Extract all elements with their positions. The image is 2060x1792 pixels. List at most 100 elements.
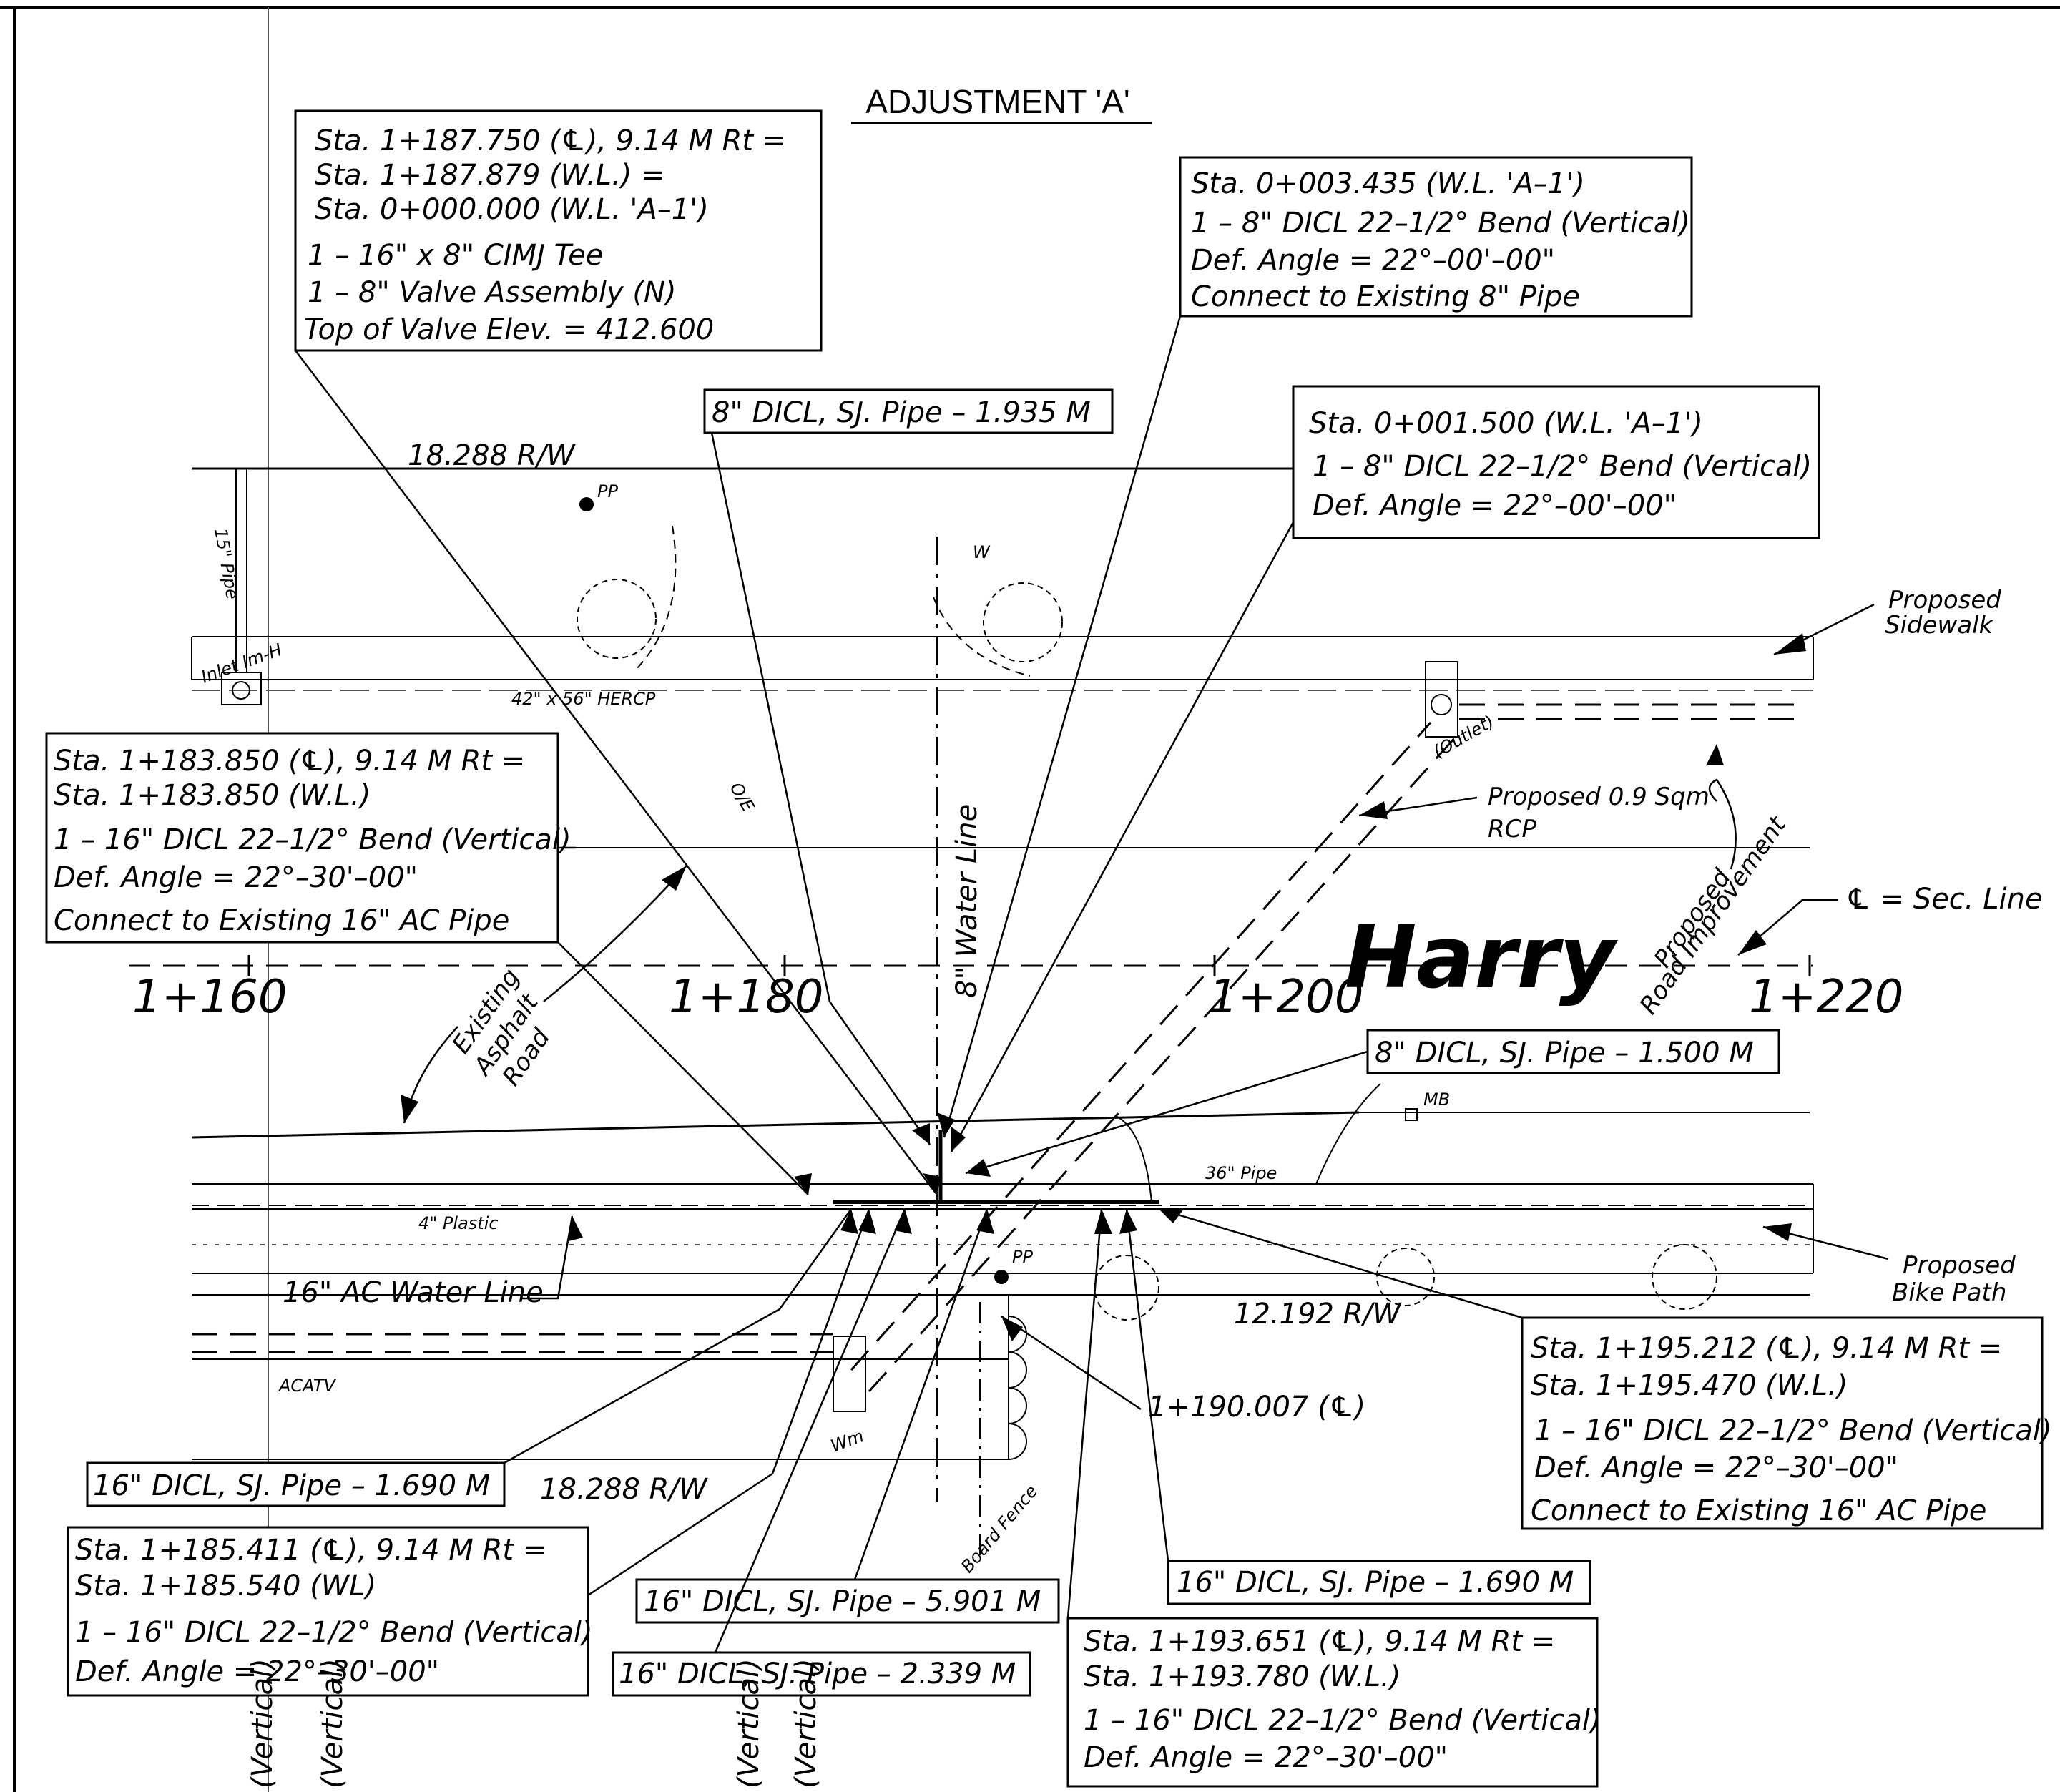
svg-text:Sta. 1+195.470 (W.L.): Sta. 1+195.470 (W.L.) xyxy=(1531,1369,1848,1402)
callout-box-195212: Sta. 1+195.212 (℄), 9.14 M Rt = Sta. 1+1… xyxy=(1521,1316,2052,1530)
manhole-icon xyxy=(1405,1108,1418,1121)
dripline-2 xyxy=(933,597,1031,677)
svg-text:Connect to Existing 16" AC Pip: Connect to Existing 16" AC Pipe xyxy=(54,904,509,937)
drawing-title: ADJUSTMENT 'A' xyxy=(865,83,1129,120)
section-line-callout: ℄ = Sec. Line xyxy=(1737,883,2043,956)
headwall-structure xyxy=(833,1336,866,1412)
row-label-south: 12.192 R/W xyxy=(1234,1298,1402,1331)
svg-text:Def. Angle = 22°–30'–00": Def. Angle = 22°–30'–00" xyxy=(1084,1741,1448,1774)
hedge-symbol xyxy=(1008,1316,1027,1460)
plastic-label: 4" Plastic xyxy=(418,1213,499,1233)
svg-text:Def. Angle = 22°–00'–00": Def. Angle = 22°–00'–00" xyxy=(1191,244,1555,277)
svg-text:Sta. 1+187.750 (℄), 9.14 M Rt: Sta. 1+187.750 (℄), 9.14 M Rt = xyxy=(315,124,786,157)
svg-text:1 – 8" DICL 22–1/2° Bend (Vert: 1 – 8" DICL 22–1/2° Bend (Vertical) xyxy=(1313,450,1812,483)
water-line-arrow xyxy=(569,1216,583,1241)
station-point-label: 1+190.007 (℄) xyxy=(1148,1391,1365,1424)
svg-text:Sta. 1+193.780 (W.L.): Sta. 1+193.780 (W.L.) xyxy=(1084,1660,1401,1693)
svg-text:1 – 8" Valve Assembly (N): 1 – 8" Valve Assembly (N) xyxy=(308,276,677,309)
proposed-rcp-callout: Proposed 0.9 Sqm RCP xyxy=(1358,783,1710,843)
pipe-label-5901: 16" DICL, SJ. Pipe – 5.901 M xyxy=(635,1578,1060,1624)
svg-text:1 – 16" DICL 22–1/2° Bend (Ver: 1 – 16" DICL 22–1/2° Bend (Vertical) xyxy=(1084,1704,1602,1737)
svg-text:Top of Valve Elev. = 412.600: Top of Valve Elev. = 412.600 xyxy=(304,313,714,346)
leader-lines xyxy=(295,315,1523,1653)
svg-text:Sta. 1+183.850 (W.L.): Sta. 1+183.850 (W.L.) xyxy=(54,779,371,812)
svg-text:Bike Path: Bike Path xyxy=(1892,1278,2006,1307)
callout-box-185411: Sta. 1+185.411 (℄), 9.14 M Rt = Sta. 1+1… xyxy=(67,1526,593,1697)
svg-text:1 – 16" DICL 22–1/2° Bend (Ver: 1 – 16" DICL 22–1/2° Bend (Vertical) xyxy=(75,1616,593,1649)
svg-text:Sta. 1+185.411 (℄), 9.14 M Rt: Sta. 1+185.411 (℄), 9.14 M Rt = xyxy=(75,1534,546,1567)
svg-text:1 – 8" DICL 22–1/2° Bend (Vert: 1 – 8" DICL 22–1/2° Bend (Vertical) xyxy=(1191,207,1690,240)
svg-text:Proposed 0.9 Sqm: Proposed 0.9 Sqm xyxy=(1488,783,1710,811)
svg-text:Sta. 0+003.435 (W.L. 'A–1'): Sta. 0+003.435 (W.L. 'A–1') xyxy=(1191,167,1585,200)
svg-text:1 – 16" DICL 22–1/2° Bend (Ver: 1 – 16" DICL 22–1/2° Bend (Vertical) xyxy=(54,823,572,856)
outlet-structure xyxy=(1425,661,1458,738)
svg-text:16" DICL, SJ. Pipe – 1.690: 16" DICL, SJ. Pipe – 1.690 M xyxy=(1177,1566,1574,1599)
acatv-label: ACATV xyxy=(278,1376,337,1396)
proposed-storm-drain xyxy=(192,703,1802,1353)
pipe-label-1935: 8" DICL, SJ. Pipe – 1.935 M xyxy=(703,388,1114,434)
dripline xyxy=(636,525,677,670)
svg-text:Sta. 1+183.850 (℄), 9.14 M Rt: Sta. 1+183.850 (℄), 9.14 M Rt = xyxy=(54,745,525,778)
svg-text:(Vertical): (Vertical) xyxy=(316,1658,349,1788)
svg-text:8" DICL, SJ. Pipe – 1.935: 8" DICL, SJ. Pipe – 1.935 M xyxy=(712,396,1091,429)
existing-water-line-label: 16" AC Water Line xyxy=(283,1276,544,1309)
station-1-220: 1+220 xyxy=(1749,971,1904,1024)
manhole-label: MB xyxy=(1423,1090,1450,1110)
pipe-label-1690b: 16" DICL, SJ. Pipe – 1.690 M xyxy=(1167,1560,1591,1605)
right-of-way-lines xyxy=(191,467,1814,1460)
svg-text:1 – 16" x 8" CIMJ Tee: 1 – 16" x 8" CIMJ Tee xyxy=(308,239,603,272)
callout-box-183850: Sta. 1+183.850 (℄), 9.14 M Rt = Sta. 1+1… xyxy=(45,732,572,944)
row-label-top: 18.288 R/W xyxy=(408,439,576,472)
svg-text:Connect to Existing 16" AC Pip: Connect to Existing 16" AC Pipe xyxy=(1531,1494,1986,1527)
power-pole-label: PP xyxy=(597,481,618,501)
svg-text:(Vertical): (Vertical) xyxy=(732,1658,765,1788)
svg-text:Sta. 1+195.212 (℄), 9.14 M Rt: Sta. 1+195.212 (℄), 9.14 M Rt = xyxy=(1531,1332,2002,1365)
street-name: Harry xyxy=(1345,909,1619,1008)
pipe-label-1690a: 16" DICL, SJ. Pipe – 1.690 M xyxy=(86,1461,506,1507)
leader-arrowheads xyxy=(794,1112,1184,1341)
svg-text:16" DICL, SJ. Pipe – 5.901: 16" DICL, SJ. Pipe – 5.901 M xyxy=(644,1585,1041,1618)
power-pole-icon-2 xyxy=(994,1270,1009,1284)
svg-text:Sta. 1+193.651 (℄), 9.14 M Rt: Sta. 1+193.651 (℄), 9.14 M Rt = xyxy=(1084,1625,1555,1658)
callout-box-tee: Sta. 1+187.750 (℄), 9.14 M Rt = Sta. 1+1… xyxy=(294,109,823,352)
station-1-160: 1+160 xyxy=(132,971,288,1024)
cutoff-labels: (Vertical) (Vertical) (Vertical) (Vertic… xyxy=(246,1658,823,1788)
svg-text:Def. Angle = 22°–30'–00": Def. Angle = 22°–30'–00" xyxy=(54,861,418,894)
power-pole-icon xyxy=(579,497,594,511)
svg-text:16" DICL, SJ. Pipe – 1.690: 16" DICL, SJ. Pipe – 1.690 M xyxy=(93,1469,490,1502)
svg-text:(Vertical): (Vertical) xyxy=(790,1658,823,1788)
svg-text:℄ = Sec. Line: ℄ = Sec. Line xyxy=(1845,883,2043,916)
svg-text:Sta. 1+185.540 (WL): Sta. 1+185.540 (WL) xyxy=(75,1570,376,1602)
svg-text:Def. Angle = 22°–30'–00": Def. Angle = 22°–30'–00" xyxy=(1534,1451,1898,1484)
station-labels: 1+160 1+180 1+200 1+220 xyxy=(132,971,1904,1024)
power-pole-label-2: PP xyxy=(1012,1247,1033,1267)
svg-text:16" DICL, SJ. Pipe – 2.339: 16" DICL, SJ. Pipe – 2.339 M xyxy=(619,1658,1016,1690)
proposed-bike-callout: Proposed Bike Path xyxy=(1762,1223,2016,1307)
svg-text:Proposed: Proposed xyxy=(1903,1251,2016,1280)
water-line-label: 8" Water Line xyxy=(951,804,984,998)
svg-text:Sidewalk: Sidewalk xyxy=(1885,611,1994,640)
station-1-200: 1+200 xyxy=(1209,971,1364,1024)
svg-text:1 – 16" DICL 22–1/2° Bend (Ver: 1 – 16" DICL 22–1/2° Bend (Vertical) xyxy=(1534,1414,2052,1447)
svg-text:Def. Angle = 22°–30'–00": Def. Angle = 22°–30'–00" xyxy=(75,1655,439,1688)
road-return xyxy=(1115,1115,1152,1203)
water-line-leader xyxy=(522,1215,574,1300)
row-label-bottom: 18.288 R/W xyxy=(540,1473,708,1506)
svg-text:(Vertical): (Vertical) xyxy=(246,1658,279,1788)
station-1-180: 1+180 xyxy=(669,971,824,1024)
hercp-label: 42" x 56" HERCP xyxy=(511,689,656,709)
callout-box-a1-1500: Sta. 0+001.500 (W.L. 'A–1') 1 – 8" DICL … xyxy=(1292,385,1820,539)
svg-text:8" DICL, SJ. Pipe – 1.500: 8" DICL, SJ. Pipe – 1.500 M xyxy=(1375,1037,1754,1069)
svg-text:Def. Angle = 22°–00'–00": Def. Angle = 22°–00'–00" xyxy=(1313,489,1677,522)
water-valve-label: W xyxy=(973,542,991,562)
svg-text:RCP: RCP xyxy=(1488,815,1536,843)
callout-box-a1-3435: Sta. 0+003.435 (W.L. 'A–1') 1 – 8" DICL … xyxy=(1179,156,1693,318)
pipe-label-2339: 16" DICL, SJ. Pipe – 2.339 M xyxy=(612,1651,1031,1697)
driveway-return xyxy=(1315,1083,1381,1185)
proposed-sidewalk-callout: Proposed Sidewalk xyxy=(1773,586,2001,656)
svg-text:Connect to Existing 8" Pipe: Connect to Existing 8" Pipe xyxy=(1191,280,1580,313)
svg-text:Sta. 0+000.000 (W.L. 'A–1'): Sta. 0+000.000 (W.L. 'A–1') xyxy=(315,193,709,226)
svg-text:Proposed: Proposed xyxy=(1888,586,2001,615)
svg-text:Sta. 0+001.500 (W.L. 'A–1'): Sta. 0+001.500 (W.L. 'A–1') xyxy=(1309,407,1703,440)
